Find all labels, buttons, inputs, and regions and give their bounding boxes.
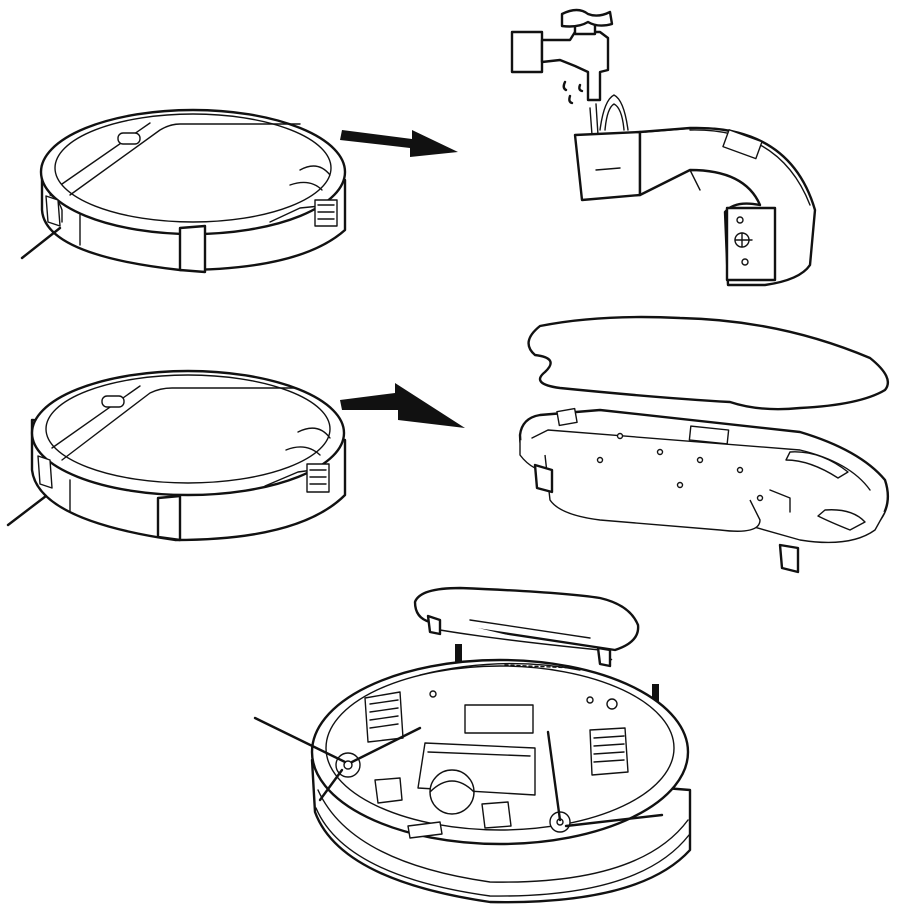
mop-cloth-icon xyxy=(527,315,890,411)
robot-vacuum-icon xyxy=(20,108,347,274)
mop-bracket-icon xyxy=(518,407,890,574)
water-tank-icon xyxy=(573,94,817,287)
water-tap-icon xyxy=(510,8,614,136)
robot-vacuum-icon xyxy=(6,369,347,542)
arrow-icon xyxy=(340,130,458,157)
robot-vacuum-icon xyxy=(253,658,692,904)
arrow-icon xyxy=(340,383,465,428)
mop-bracket-icon xyxy=(413,586,640,668)
